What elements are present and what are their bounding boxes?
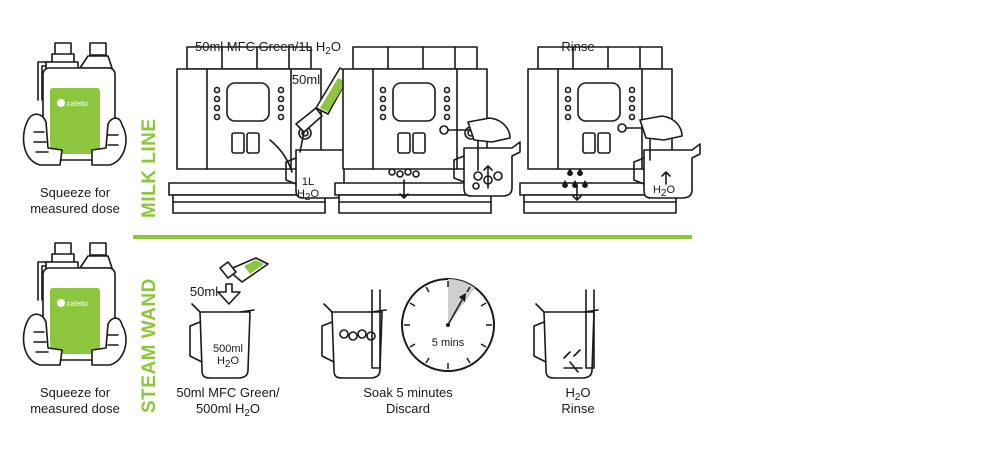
steam-wand-pour-label: 50ml (189, 284, 219, 299)
measuring-jug-icon (633, 143, 701, 199)
steam-wand-step1-caption: 50ml MFC Green/ 500ml H2O (176, 385, 280, 419)
milk-line-jug-label: 1L H2O (296, 176, 320, 203)
hand-icon (439, 117, 511, 171)
steam-wand-step3-caption: H2O Rinse (561, 385, 595, 416)
bubbles-icon (388, 168, 420, 199)
milk-line-step1-title: 50ml MFC Green/1L H2O (195, 39, 341, 57)
water-drops-icon (562, 168, 588, 201)
milk-line-rinse-jug-label: H2O (652, 184, 676, 199)
hand-icon (617, 115, 683, 161)
cafetto-bottle-icon (22, 242, 127, 366)
timer-icon (401, 278, 495, 372)
pouring-bottle-icon (217, 257, 269, 305)
pouring-bottle-icon (269, 67, 351, 173)
milk-line-section-label: MILK LINE (139, 118, 160, 219)
timer-label: 5 mins (431, 337, 465, 349)
cafetto-bottle-icon (22, 42, 127, 166)
steam-wand-section-label: STEAM WAND (139, 278, 160, 413)
steam-wand-jug-label: 500ml H2O (213, 343, 243, 370)
measuring-jug-icon (533, 303, 599, 379)
measuring-jug-icon (321, 303, 387, 379)
steam-wand-step2-caption: Soak 5 minutes Discard (363, 385, 453, 416)
milk-line-pour-label: 50ml (291, 72, 321, 87)
steam-wand-icon (585, 289, 595, 369)
measuring-jug-icon (453, 141, 521, 197)
milk-line-step3-title: Rinse (561, 39, 595, 54)
steam-wand-icon (371, 289, 381, 369)
milk-line-squeeze-caption: Squeeze for measured dose (30, 185, 120, 216)
steam-wand-squeeze-caption: Squeeze for measured dose (30, 385, 120, 416)
